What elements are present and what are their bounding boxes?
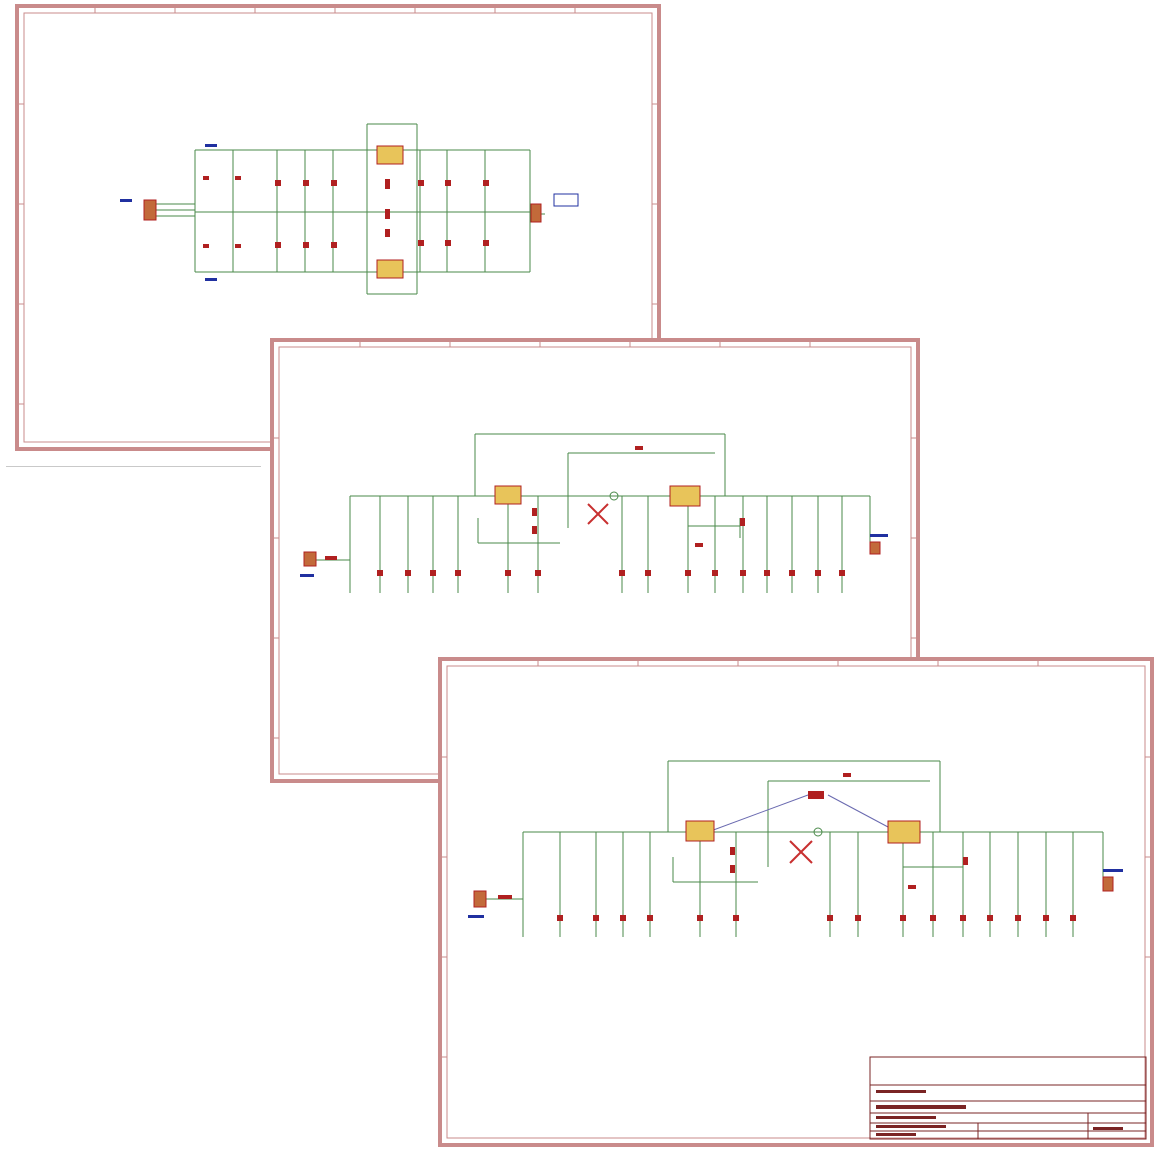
separator-line	[6, 466, 261, 467]
connectors	[143, 199, 542, 223]
op-amps	[494, 485, 701, 507]
title-block-text	[876, 1090, 1123, 1136]
capacitors	[203, 176, 489, 248]
schematic-sheet-3	[438, 657, 1154, 1147]
net-labels	[300, 534, 888, 577]
connectors	[303, 541, 881, 567]
components	[498, 773, 1076, 921]
dnp-component	[587, 503, 609, 525]
dnp-component	[789, 840, 813, 864]
frame-ticks	[440, 659, 1152, 1058]
frame-ticks	[272, 340, 918, 739]
connectors	[473, 876, 1114, 908]
net-labels	[120, 144, 579, 281]
components	[325, 446, 845, 576]
test-point	[609, 491, 619, 501]
schematic-sheet-3-drawing	[438, 657, 1154, 1147]
wires	[155, 123, 545, 295]
test-point	[813, 827, 823, 837]
feedback-lines	[707, 794, 889, 833]
schematic-sheet-1	[15, 4, 661, 451]
title-block	[869, 1056, 1147, 1140]
frame-ticks	[17, 6, 659, 405]
net-labels	[468, 869, 1123, 918]
regulators	[376, 145, 404, 279]
op-amps	[685, 820, 921, 844]
